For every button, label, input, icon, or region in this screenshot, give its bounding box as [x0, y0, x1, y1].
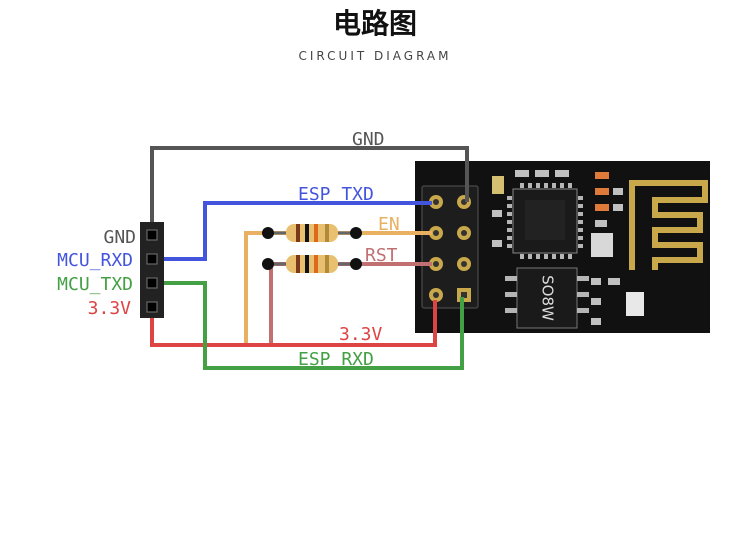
mcu-connector [140, 222, 164, 318]
en-wire [244, 231, 432, 343]
page-subtitle: CIRCUIT DIAGRAM [298, 49, 452, 63]
smd-components [492, 170, 644, 325]
header-pins [429, 195, 471, 302]
label-pin-33v: 3.3V [88, 298, 132, 319]
antenna-trace [629, 180, 708, 270]
label-pin-mcu-txd: MCU_TXD [57, 274, 133, 295]
label-33v-bottom: 3.3V [339, 324, 383, 345]
page-title: 电路图 [332, 7, 417, 40]
esp-rxd-wire [155, 281, 464, 370]
label-esp-rxd: ESP_RXD [298, 349, 374, 370]
v33-wire [150, 300, 437, 347]
gnd-wire [150, 146, 469, 228]
label-rst: RST [365, 245, 398, 266]
label-esp-txd: ESP_TXD [298, 184, 374, 205]
module-label: SO8W [539, 275, 557, 321]
label-en: EN [378, 214, 400, 235]
led [626, 292, 644, 316]
resistor-rst [262, 255, 362, 273]
header-block [421, 185, 479, 309]
esp-txd-wire [155, 201, 432, 261]
label-pin-mcu-rxd: MCU_RXD [57, 250, 133, 271]
resistor-en [262, 224, 362, 242]
label-gnd-top: GND [352, 129, 385, 150]
label-pin-gnd: GND [103, 227, 136, 248]
crystal [591, 233, 613, 257]
esp8266-board: SO8W [415, 161, 710, 333]
flash-chip [516, 267, 578, 329]
